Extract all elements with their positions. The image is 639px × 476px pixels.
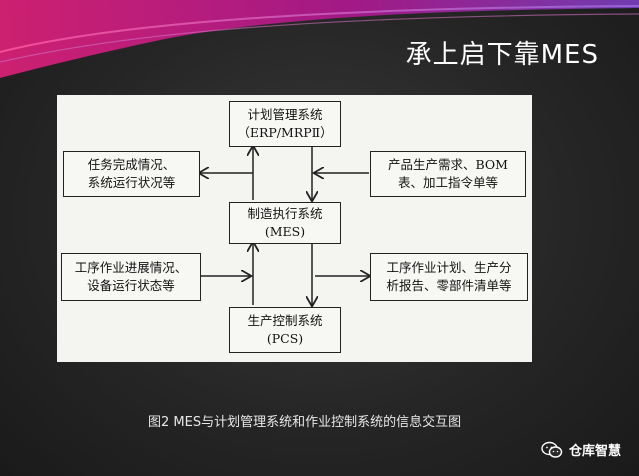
node-right-top: 产品生产需求、BOM 表、加工指令单等 [370, 151, 526, 197]
node-pcs-line2: (PCS) [266, 331, 304, 346]
node-left-top: 任务完成情况、 系统运行状况等 [63, 151, 200, 197]
figure-caption: 图2 MES与计划管理系统和作业控制系统的信息交互图 [148, 415, 462, 430]
node-right-top-line1: 产品生产需求、BOM [388, 157, 508, 172]
node-mes-line2: (MES) [264, 224, 306, 239]
node-right-bottom-line2: 析报告、零部件清单等 [386, 278, 512, 293]
node-left-top-line2: 系统运行状况等 [87, 175, 176, 190]
node-left-bottom: 工序作业进展情况、 设备运行状态等 [61, 253, 201, 301]
node-mes: 制造执行系统 (MES) [229, 202, 341, 244]
brand-watermark: 仓库智慧 [541, 440, 621, 459]
node-right-bottom-line1: 工序作业计划、生产分 [386, 260, 512, 275]
node-left-bottom-line2: 设备运行状态等 [87, 278, 175, 293]
diagram-arrows [57, 95, 532, 362]
node-erp-line1: 计划管理系统 [247, 107, 323, 122]
brand-name: 仓库智慧 [568, 444, 621, 459]
node-pcs-line1: 生产控制系统 [247, 313, 323, 328]
wechat-icon [541, 441, 563, 458]
node-mes-line1: 制造执行系统 [247, 206, 323, 221]
decorative-wave [0, 0, 639, 78]
node-pcs: 生产控制系统 (PCS) [229, 307, 341, 353]
diagram-figure: 计划管理系统 （ERP/MRPⅡ） 制造执行系统 (MES) 生产控制系统 (P… [57, 95, 532, 362]
node-right-bottom: 工序作业计划、生产分 析报告、零部件清单等 [370, 253, 528, 301]
node-erp: 计划管理系统 （ERP/MRPⅡ） [229, 101, 341, 147]
node-left-bottom-line1: 工序作业进展情况、 [74, 260, 188, 275]
node-right-top-line2: 表、加工指令单等 [397, 175, 498, 190]
slide-title: 承上启下靠MES [405, 40, 599, 70]
node-left-top-line1: 任务完成情况、 [87, 157, 176, 172]
node-erp-line2: （ERP/MRPⅡ） [237, 125, 333, 140]
